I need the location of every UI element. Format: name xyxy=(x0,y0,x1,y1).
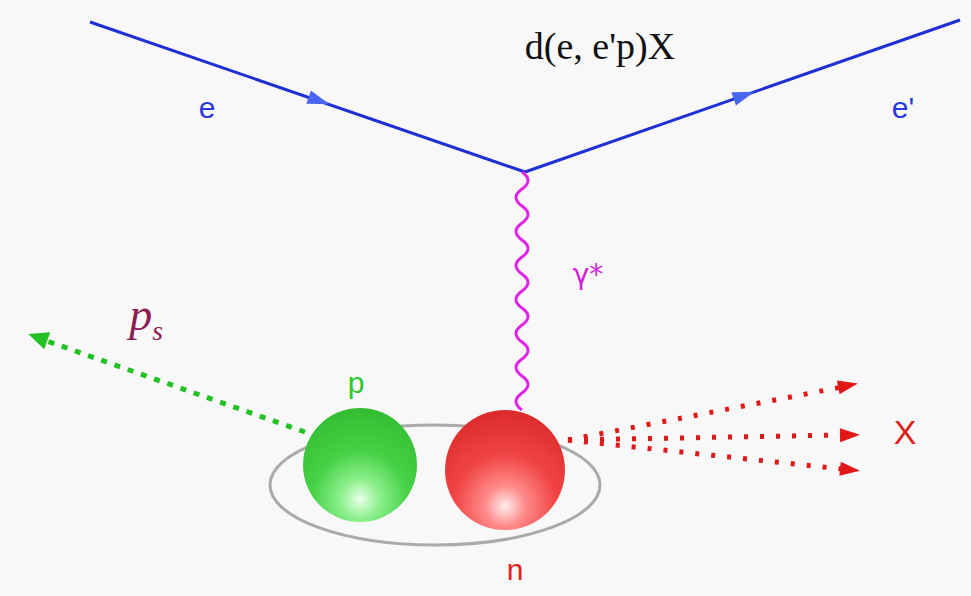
arrowhead xyxy=(839,462,860,478)
arrowhead xyxy=(837,377,859,395)
arrowhead xyxy=(25,326,50,350)
arrowhead xyxy=(731,85,756,105)
reaction-title: d(e, e'p)X xyxy=(525,27,675,65)
electron-label: e xyxy=(199,93,216,123)
virtual-photon xyxy=(516,172,528,410)
final-state-label: X xyxy=(894,415,917,449)
neutron-ball: n xyxy=(445,410,565,530)
electron-label: e' xyxy=(892,93,914,123)
hadron-tracks xyxy=(568,387,842,469)
momentum-label: ps xyxy=(129,292,163,344)
particle-label: n xyxy=(507,555,524,585)
arrowhead xyxy=(306,90,331,110)
photon-label: γ* xyxy=(573,261,604,289)
incoming-electron xyxy=(90,22,525,172)
proton-ball: p xyxy=(303,408,417,522)
outgoing-electron xyxy=(525,20,960,172)
particle-label: p xyxy=(348,368,365,398)
spectator-track xyxy=(44,340,305,432)
arrowhead xyxy=(840,428,860,442)
